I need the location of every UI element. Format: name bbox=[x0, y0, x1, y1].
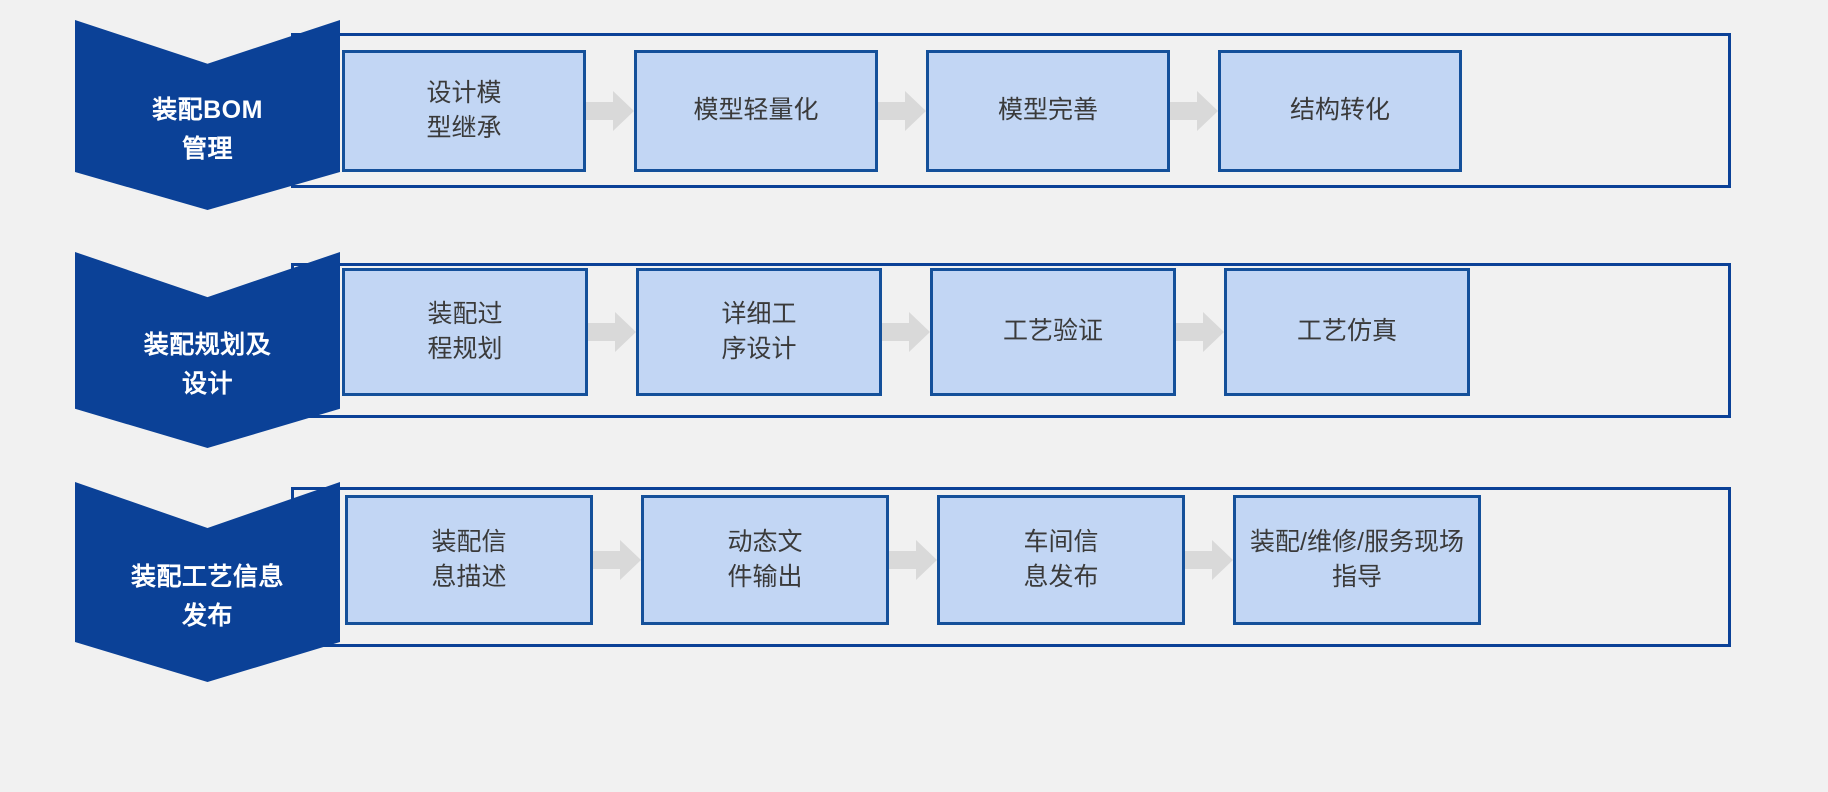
right-arrow-icon bbox=[593, 538, 641, 582]
row-label-banner-assembly-bom[interactable]: 装配BOM 管理 bbox=[75, 20, 340, 210]
row-label-text: 装配工艺信息 发布 bbox=[130, 563, 284, 630]
step-sequence: 装配信 息描述 动态文 件输出 车间信 息发布 装配/维修/服务现场 指导 bbox=[345, 495, 1481, 625]
step-box[interactable]: 设计模 型继承 bbox=[342, 50, 586, 172]
step-box[interactable]: 模型轻量化 bbox=[634, 50, 878, 172]
step-box[interactable]: 详细工 序设计 bbox=[636, 268, 882, 396]
right-arrow-icon bbox=[889, 538, 937, 582]
right-arrow-icon bbox=[588, 310, 636, 354]
right-arrow-icon bbox=[586, 89, 634, 133]
step-box[interactable]: 工艺仿真 bbox=[1224, 268, 1470, 396]
row-label-text: 装配规划及 设计 bbox=[143, 331, 272, 398]
step-sequence: 设计模 型继承 模型轻量化 模型完善 结构转化 bbox=[342, 47, 1462, 175]
step-box[interactable]: 车间信 息发布 bbox=[937, 495, 1185, 625]
right-arrow-icon bbox=[1170, 89, 1218, 133]
step-box[interactable]: 工艺验证 bbox=[930, 268, 1176, 396]
step-box[interactable]: 模型完善 bbox=[926, 50, 1170, 172]
row-label-banner-process-publish[interactable]: 装配工艺信息 发布 bbox=[75, 482, 340, 682]
step-box[interactable]: 装配信 息描述 bbox=[345, 495, 593, 625]
step-sequence: 装配过 程规划 详细工 序设计 工艺验证 工艺仿真 bbox=[342, 268, 1470, 396]
row-label-banner-assembly-planning[interactable]: 装配规划及 设计 bbox=[75, 252, 340, 448]
right-arrow-icon bbox=[1185, 538, 1233, 582]
step-box[interactable]: 装配过 程规划 bbox=[342, 268, 588, 396]
right-arrow-icon bbox=[882, 310, 930, 354]
right-arrow-icon bbox=[1176, 310, 1224, 354]
process-row-assembly-bom: 装配BOM 管理 设计模 型继承 模型轻量化 模型完善 结构转化 bbox=[0, 0, 1828, 230]
right-arrow-icon bbox=[878, 89, 926, 133]
process-row-process-publish: 装配工艺信息 发布 装配信 息描述 动态文 件输出 车间信 息发布 装配 bbox=[0, 462, 1828, 792]
step-box[interactable]: 动态文 件输出 bbox=[641, 495, 889, 625]
step-box[interactable]: 结构转化 bbox=[1218, 50, 1462, 172]
row-label-text: 装配BOM 管理 bbox=[152, 96, 263, 163]
step-box[interactable]: 装配/维修/服务现场 指导 bbox=[1233, 495, 1481, 625]
process-row-assembly-planning: 装配规划及 设计 装配过 程规划 详细工 序设计 工艺验证 工艺仿真 bbox=[0, 230, 1828, 465]
